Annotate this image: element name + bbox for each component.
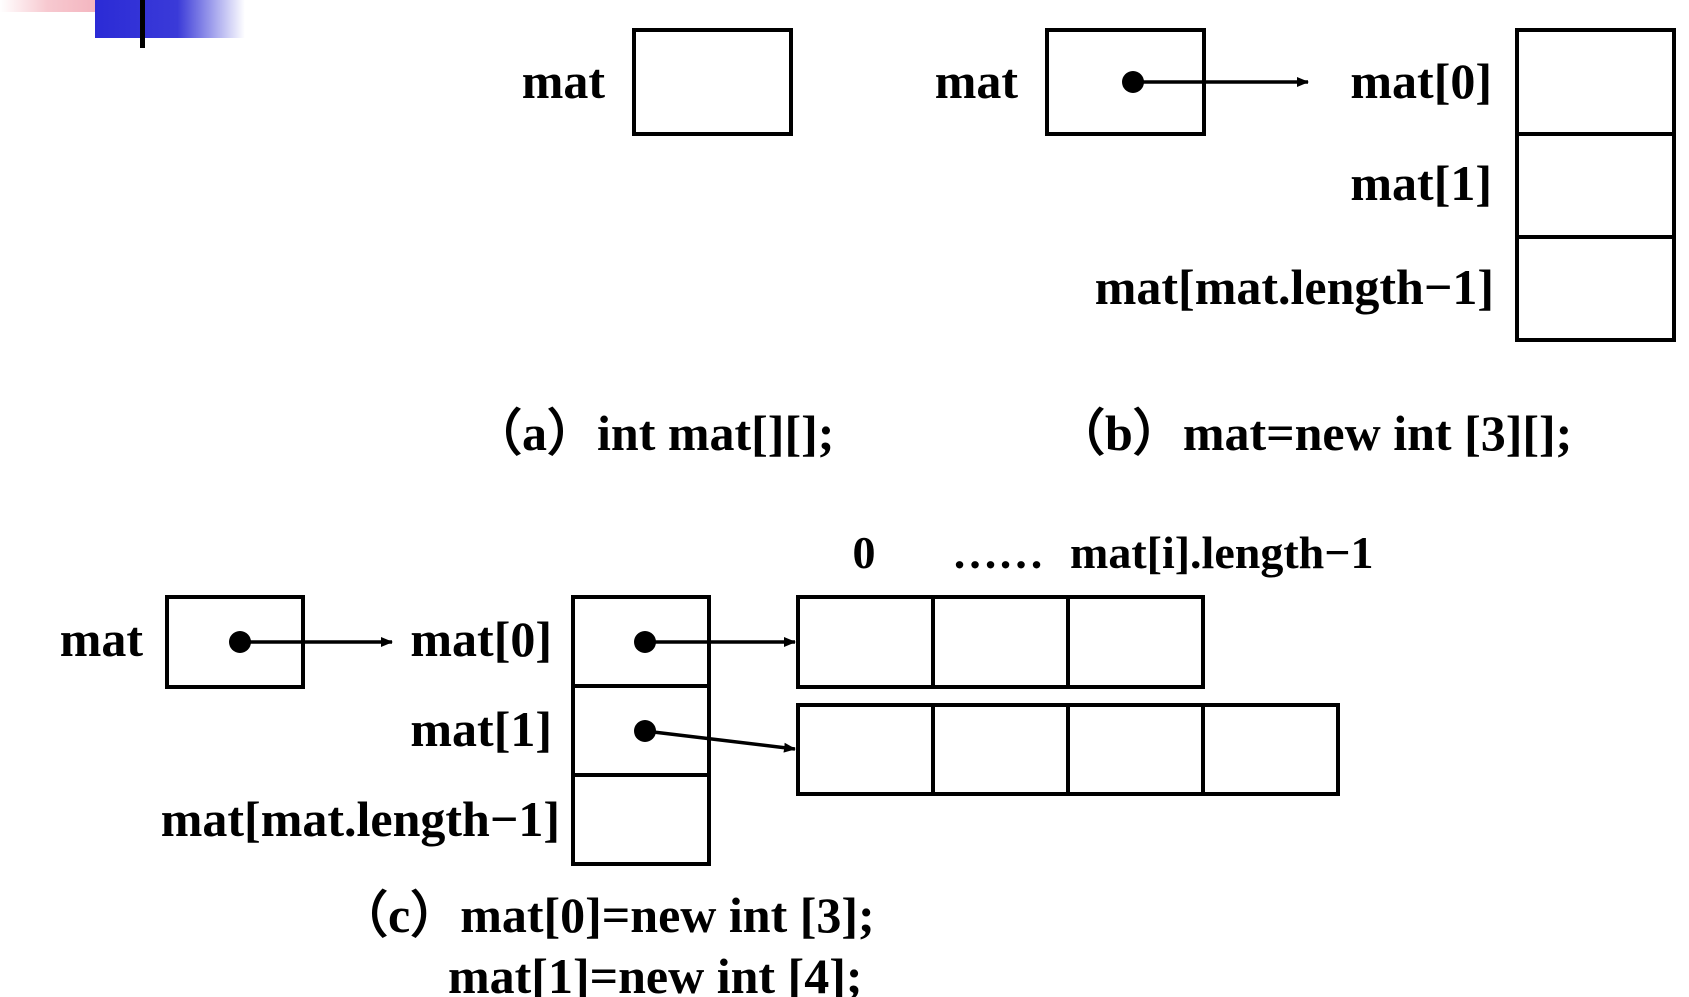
- panel-b-row-cell-last: [1515, 235, 1676, 342]
- panel-c-mat-label: mat: [60, 611, 144, 667]
- panel-c-index-first: 0: [853, 527, 876, 578]
- panel-a-caption-prefix: （a）: [472, 405, 597, 461]
- panel-b-caption-code: mat=new int [3][];: [1183, 405, 1573, 461]
- panel-c-row-label-1: mat[1]: [410, 701, 552, 757]
- panel-c-array-row1: [796, 703, 1340, 796]
- panel-a-caption: （a）int mat[][];: [472, 405, 834, 461]
- panel-b-caption: （b）mat=new int [3][];: [1055, 405, 1572, 461]
- panel-c-row1-pointer-arrow: [644, 729, 796, 753]
- panel-c-array-row0-cell-1: [931, 595, 1070, 689]
- panel-c-index-ellipsis: ……: [952, 527, 1044, 578]
- panel-c-array-row1-cell-2: [1066, 703, 1205, 796]
- panel-c-array-row0-cell-0: [796, 595, 935, 689]
- panel-a: mat （a）int mat[][];: [472, 28, 834, 461]
- panel-c-caption-line1: （c）mat[0]=new int [3];: [338, 887, 875, 943]
- panel-c-caption-prefix: （c）: [338, 887, 460, 943]
- panel-c-row-label-last: mat[mat.length−1]: [161, 791, 560, 847]
- panel-b-row-label-0: mat[0]: [1350, 53, 1492, 109]
- panel-a-caption-code: int mat[][];: [597, 405, 834, 461]
- panel-a-mat-label: mat: [522, 53, 606, 109]
- panel-a-mat-box: [632, 28, 793, 136]
- panel-c-row-cell-last: [571, 773, 711, 866]
- panel-c-array-row1-cell-0: [796, 703, 935, 796]
- panel-b: mat mat[0] mat[1] mat[mat.length−1] （b）m…: [935, 28, 1676, 461]
- corner-logo: [0, 0, 245, 48]
- panel-c-array-row1-cell-1: [931, 703, 1070, 796]
- panel-c-index-last: mat[i].length−1: [1070, 527, 1373, 578]
- panel-b-caption-prefix: （b）: [1055, 405, 1183, 461]
- panel-b-row-cell-1: [1515, 132, 1676, 239]
- panel-b-row-cell-0: [1515, 28, 1676, 136]
- panel-b-row-label-1: mat[1]: [1350, 155, 1492, 211]
- panel-b-mat-label: mat: [935, 53, 1019, 109]
- panel-c-array-row1-cell-3: [1201, 703, 1340, 796]
- panel-c-row-label-0: mat[0]: [410, 611, 552, 667]
- panel-c-caption-line2: mat[1]=new int [4];: [448, 948, 863, 997]
- panel-c-array-row0-cell-2: [1066, 595, 1205, 689]
- panel-c: mat mat[0] mat[1] mat[mat.length−1] 0 ………: [60, 527, 1374, 997]
- panel-c-array-row0: [796, 595, 1205, 689]
- panel-c-caption-code-1: mat[0]=new int [3];: [460, 887, 875, 943]
- panel-b-row-label-last: mat[mat.length−1]: [1095, 259, 1494, 315]
